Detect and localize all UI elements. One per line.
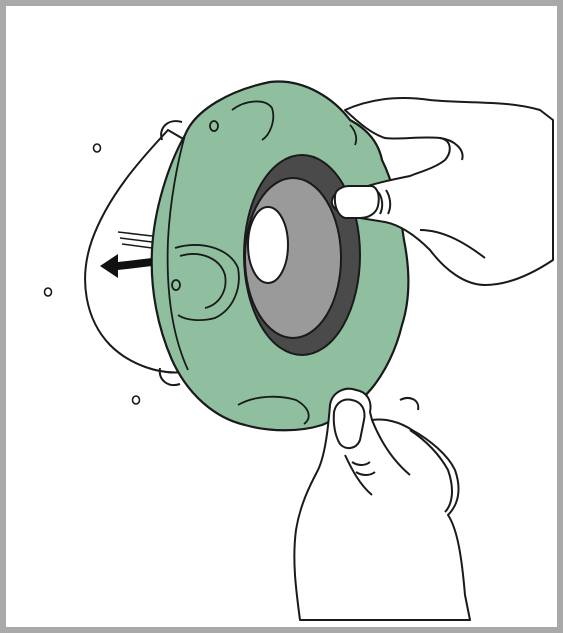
- center-hole: [248, 207, 288, 283]
